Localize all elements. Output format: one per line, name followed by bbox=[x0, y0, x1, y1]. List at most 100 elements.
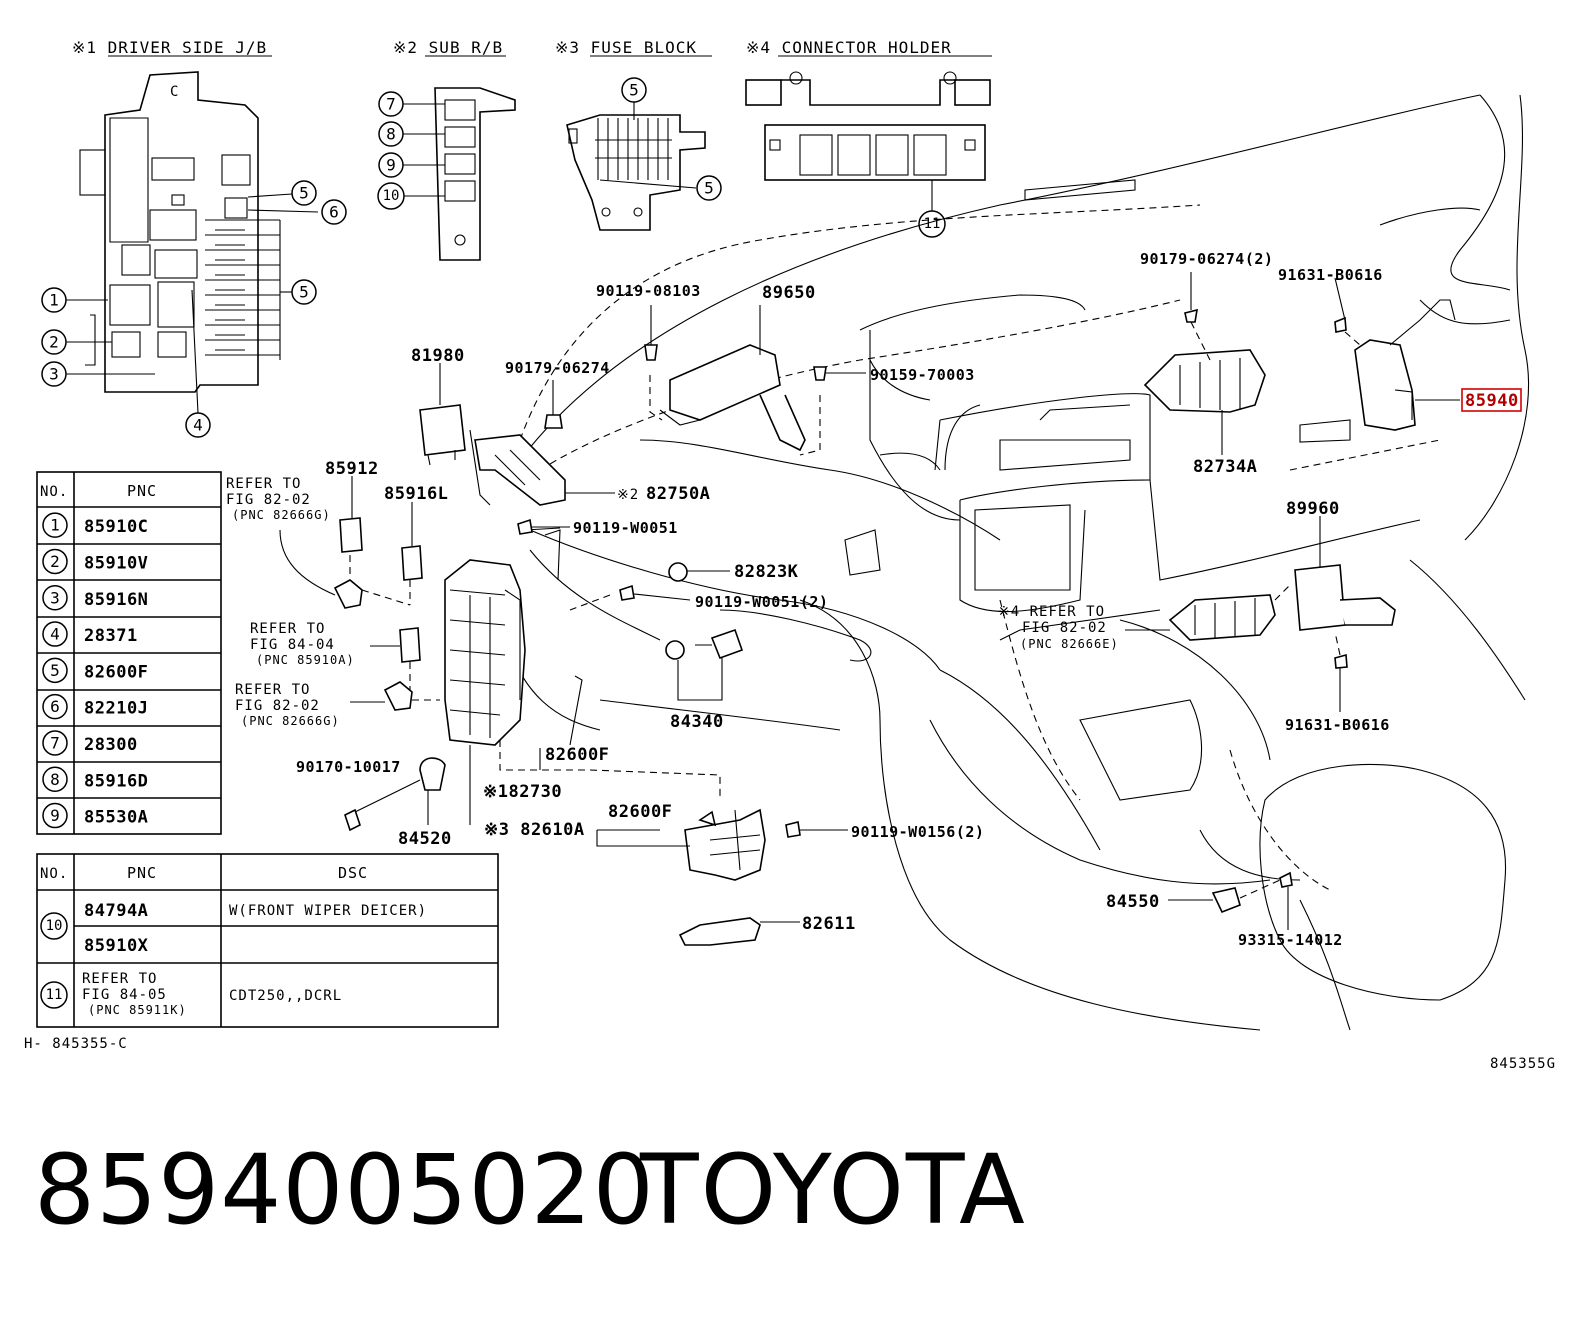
table2-pnc-84794a: 84794A bbox=[84, 901, 148, 921]
svg-text:8: 8 bbox=[386, 125, 396, 144]
section-title-sub-rb: ※2 SUB R/B bbox=[393, 38, 503, 57]
svg-text:(PNC 82666E): (PNC 82666E) bbox=[1020, 637, 1119, 651]
table2-header-pnc: PNC bbox=[127, 864, 157, 882]
table2-dsc-wiper-deicer: W(FRONT WIPER DEICER) bbox=[229, 903, 427, 919]
relay-refer-85910a bbox=[370, 627, 421, 690]
figure-code-left: H- 845355-C bbox=[24, 1036, 128, 1052]
label-82823k: 82823K bbox=[734, 562, 799, 582]
table1-row-pnc: 28300 bbox=[84, 735, 138, 755]
screw-90119-w0051-2 bbox=[569, 584, 691, 611]
table1-row-pnc: 85910V bbox=[84, 553, 148, 573]
table1-row-number: 6 bbox=[50, 697, 60, 716]
table1-header-no: NO. bbox=[40, 484, 68, 500]
bracket-82734a bbox=[1143, 272, 1266, 455]
svg-text:REFER TO: REFER TO bbox=[235, 682, 310, 698]
table1-row-number: 8 bbox=[50, 770, 60, 789]
callout-4-jb: 4 bbox=[185, 412, 211, 438]
label-91631-b0616-top: 91631-B0616 bbox=[1278, 266, 1383, 284]
footer-brand: TOYOTA bbox=[640, 1134, 1027, 1246]
svg-text:(PNC 85911K): (PNC 85911K) bbox=[88, 1003, 187, 1017]
table1-row-number-circle bbox=[42, 512, 68, 538]
svg-text:10: 10 bbox=[46, 918, 63, 934]
table1-row-number: 9 bbox=[50, 806, 60, 825]
refer-note-85910a: REFER TO FIG 84-04 (PNC 85910A) bbox=[250, 621, 355, 667]
callout-6-jb: 6 bbox=[321, 199, 347, 225]
label-82610a: ※3 82610A bbox=[484, 820, 585, 840]
callout-2-jb: 2 bbox=[41, 329, 67, 355]
refer-note-82666e: ※4 REFER TO FIG 82-02 (PNC 82666E) bbox=[998, 604, 1119, 651]
svg-text:(PNC 82666G): (PNC 82666G) bbox=[241, 714, 340, 728]
svg-text:2: 2 bbox=[49, 333, 59, 352]
callout-3-jb: 3 bbox=[41, 361, 67, 387]
callout-5-jb-mid: 5 bbox=[291, 279, 317, 305]
label-90119-w0051-2: 90119-W0051(2) bbox=[695, 593, 828, 611]
part-82823k bbox=[668, 562, 730, 582]
label-90159-70003: 90159-70003 bbox=[870, 366, 975, 384]
svg-text:REFER TO: REFER TO bbox=[250, 621, 325, 637]
label-82734a: 82734A bbox=[1193, 457, 1257, 477]
junction-block-main bbox=[444, 527, 561, 825]
label-82600f-a: 82600F bbox=[545, 745, 609, 765]
svg-text:4: 4 bbox=[193, 416, 203, 435]
svg-text:FIG 82-02: FIG 82-02 bbox=[226, 492, 311, 508]
svg-text:C: C bbox=[170, 84, 179, 100]
svg-text:5: 5 bbox=[299, 184, 309, 203]
cover-82611 bbox=[678, 917, 800, 946]
callout-8-subrb: 8 bbox=[378, 121, 404, 147]
label-90179-06274: 90179-06274 bbox=[505, 359, 610, 377]
svg-text:11: 11 bbox=[46, 987, 63, 1003]
clip-refer-82666g-top bbox=[279, 529, 411, 609]
callout-1-jb: 1 bbox=[41, 287, 67, 313]
svg-text:9: 9 bbox=[386, 156, 396, 175]
table1-row: 2 85910V bbox=[42, 548, 148, 575]
svg-text:FIG 82-02: FIG 82-02 bbox=[235, 698, 320, 714]
table1-row-number: 2 bbox=[50, 552, 60, 571]
callout-10-subrb: 10 bbox=[377, 182, 405, 210]
svg-text:FIG 84-05: FIG 84-05 bbox=[82, 987, 167, 1003]
label-85916l: 85916L bbox=[384, 484, 448, 504]
svg-text:1: 1 bbox=[49, 291, 59, 310]
table2-row-10: 10 84794A W(FRONT WIPER DEICER) 85910X bbox=[40, 901, 427, 956]
screw-90119-w0051 bbox=[517, 518, 570, 535]
part-89650-drawing bbox=[649, 305, 821, 456]
table1-row-number: 3 bbox=[50, 588, 60, 607]
section-title-fuse-block: ※3 FUSE BLOCK bbox=[555, 38, 697, 57]
refer-note-82666g-top: REFER TO FIG 82-02 (PNC 82666G) bbox=[226, 476, 331, 522]
module-85940 bbox=[1334, 277, 1460, 431]
label-182730: ※182730 bbox=[483, 782, 562, 802]
label-82611: 82611 bbox=[802, 914, 856, 934]
table2-row-11: 11 REFER TO FIG 84-05 (PNC 85911K) CDT25… bbox=[40, 971, 341, 1017]
label-90179-06274-2: 90179-06274(2) bbox=[1140, 250, 1273, 268]
callout-7-subrb: 7 bbox=[378, 91, 404, 117]
table1-row-pnc: 85910C bbox=[84, 517, 148, 537]
module-89960 bbox=[1294, 516, 1396, 712]
table1-row-pnc: 85530A bbox=[84, 808, 148, 828]
table1-row-number-circle bbox=[42, 693, 68, 720]
label-85940: 85940 bbox=[1465, 391, 1519, 411]
svg-text:5: 5 bbox=[704, 179, 714, 198]
refer-note-82666g-bottom: REFER TO FIG 82-02 (PNC 82666G) bbox=[235, 682, 340, 728]
svg-text:(PNC 82666G): (PNC 82666G) bbox=[232, 508, 331, 522]
bracket-82750a bbox=[469, 429, 615, 506]
svg-text:(PNC 85910A): (PNC 85910A) bbox=[256, 653, 355, 667]
table1-row-pnc: 82600F bbox=[84, 662, 148, 682]
table1-row-number-circle bbox=[42, 621, 68, 647]
label-89650: 89650 bbox=[762, 283, 816, 303]
label-82750a-mark: ※2 bbox=[617, 487, 639, 503]
bulb-90170-10017 bbox=[344, 757, 446, 832]
table1-row-pnc: 28371 bbox=[84, 626, 138, 646]
clip-refer-82666g-bottom bbox=[350, 681, 440, 711]
connector-holder-drawing bbox=[745, 71, 991, 212]
connector-holder-refer-82666e bbox=[1125, 584, 1291, 641]
label-90119-w0156-2: 90119-W0156(2) bbox=[851, 823, 984, 841]
fuse-block-82610a bbox=[596, 808, 766, 881]
label-84520: 84520 bbox=[398, 829, 452, 849]
callout-9-subrb: 9 bbox=[378, 152, 404, 178]
section-title-connector-holder: ※4 CONNECTOR HOLDER bbox=[746, 38, 952, 57]
